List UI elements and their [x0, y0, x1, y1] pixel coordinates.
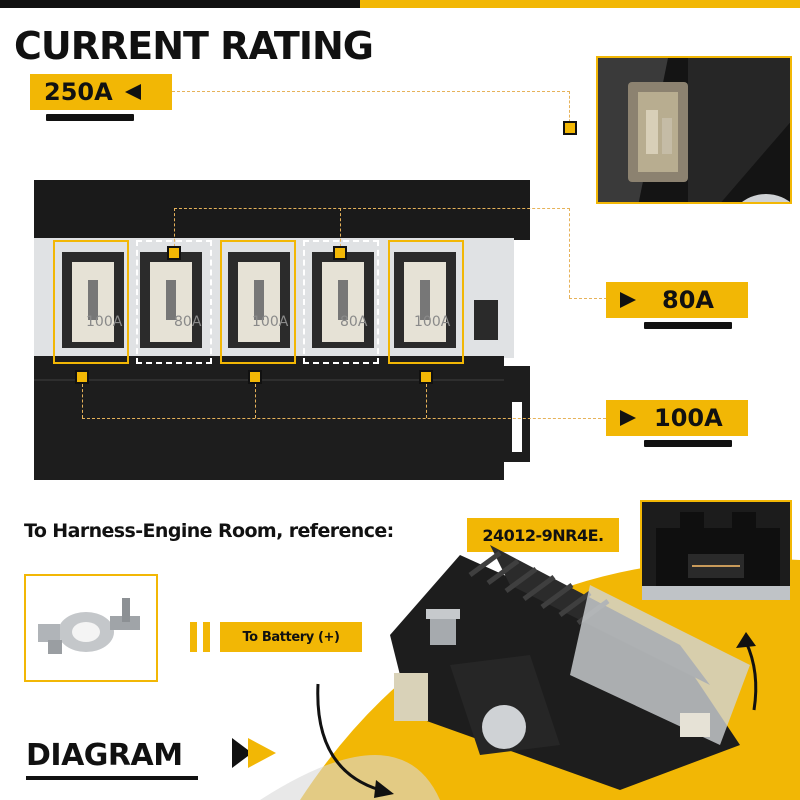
marker-100-3 — [419, 370, 433, 384]
marker-250 — [563, 121, 577, 135]
connector-80-to-tag — [569, 298, 607, 299]
curved-arrow-icon — [316, 683, 394, 798]
fuse-label-1: 100A — [86, 314, 123, 330]
battery-clamp-image — [26, 576, 156, 680]
inset-top-right — [596, 56, 792, 204]
connector-100-drop-1 — [82, 384, 83, 418]
connector-80-top — [174, 208, 570, 209]
rating-100-underline — [644, 440, 732, 447]
fuse-label-5: 100A — [414, 314, 451, 330]
connector-80-right-drop — [569, 208, 570, 298]
rating-tag-100: 100A — [606, 400, 748, 436]
diagram-underline — [26, 776, 198, 780]
fuse-slot-4 — [303, 240, 379, 364]
rating-tag-80: 80A — [606, 282, 748, 318]
connector-image — [642, 502, 790, 600]
battery-label: To Battery (+) — [220, 622, 362, 652]
rating-250-label: 250A — [44, 78, 113, 106]
fuse-label-3: 100A — [252, 314, 289, 330]
fuse-slot-5 — [388, 240, 464, 364]
harness-reference-text: To Harness-Engine Room, reference: — [24, 520, 394, 542]
inset-fuse-closeup-image — [598, 58, 790, 202]
connector-250-vertical — [569, 91, 570, 127]
arrow-right-icon — [620, 410, 636, 426]
diagram-label: DIAGRAM — [26, 738, 183, 773]
rating-250-underline — [46, 114, 134, 121]
curved-arrow-icon — [736, 632, 758, 711]
rating-80-underline — [644, 322, 732, 329]
fuse-slot-3 — [220, 240, 296, 364]
rating-80-label: 80A — [662, 286, 714, 314]
play-arrow-icon — [232, 738, 276, 768]
fuse-label-2: 80A — [174, 314, 202, 330]
marker-100-2 — [248, 370, 262, 384]
marker-100-1 — [75, 370, 89, 384]
fuse-slot-1 — [53, 240, 129, 364]
arrow-right-icon — [620, 292, 636, 308]
top-accent-bar — [360, 0, 800, 8]
arrow-left-icon — [124, 84, 141, 100]
connector-80-mid-drop — [340, 208, 341, 252]
connector-100-drop-2 — [255, 384, 256, 418]
battery-bars — [190, 622, 214, 652]
marker-80-1 — [167, 246, 181, 260]
diagram-fuse-box-image — [390, 545, 750, 790]
connector-100-horizontal — [82, 418, 606, 419]
connector-100-drop-3 — [426, 384, 427, 418]
top-black-bar — [0, 0, 360, 8]
rating-100-label: 100A — [654, 404, 723, 432]
inset-connector — [640, 500, 792, 602]
fuse-label-4: 80A — [340, 314, 368, 330]
marker-80-2 — [333, 246, 347, 260]
connector-250-horizontal — [172, 91, 570, 92]
page-title: CURRENT RATING — [14, 24, 374, 68]
rating-tag-250: 250A — [30, 74, 172, 110]
connector-80-left-drop — [174, 208, 175, 252]
inset-battery-clamp — [24, 574, 158, 682]
